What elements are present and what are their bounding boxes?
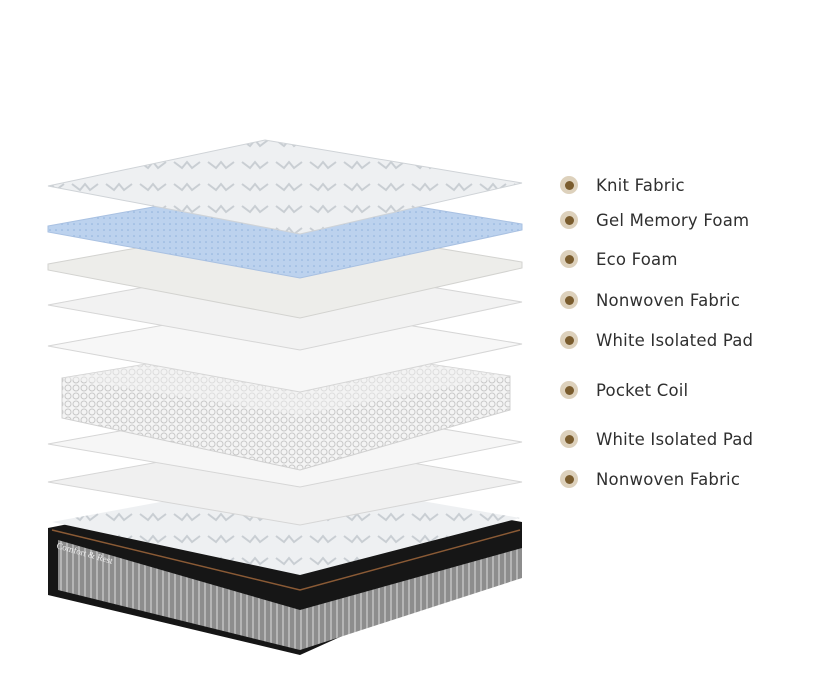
legend-item: White Isolated Pad: [560, 328, 753, 352]
bullet-icon: [560, 470, 578, 488]
legend-item: Nonwoven Fabric: [560, 288, 740, 312]
legend-label: White Isolated Pad: [596, 429, 754, 449]
legend-label: Gel Memory Foam: [596, 210, 750, 230]
bullet-icon: [560, 211, 578, 229]
bullet-icon: [560, 331, 578, 349]
legend-label: Eco Foam: [596, 249, 678, 269]
legend-item: White Isolated Pad: [560, 427, 753, 451]
legend-label: Nonwoven Fabric: [596, 469, 741, 489]
legend-label: Pocket Coil: [596, 380, 689, 400]
legend-item: Eco Foam: [560, 247, 678, 271]
legend-label: Nonwoven Fabric: [596, 290, 741, 310]
legend-label: White Isolated Pad: [596, 330, 754, 350]
layer-knit-fabric: [47, 139, 523, 235]
bullet-icon: [560, 291, 578, 309]
legend-item: Pocket Coil: [560, 378, 688, 402]
bullet-icon: [560, 430, 578, 448]
legend-item: Knit Fabric: [560, 173, 685, 197]
legend-item: Nonwoven Fabric: [560, 467, 740, 491]
legend-label: Knit Fabric: [596, 175, 685, 195]
bullet-icon: [560, 250, 578, 268]
legend-item: Gel Memory Foam: [560, 208, 749, 232]
bullet-icon: [560, 176, 578, 194]
bullet-icon: [560, 381, 578, 399]
